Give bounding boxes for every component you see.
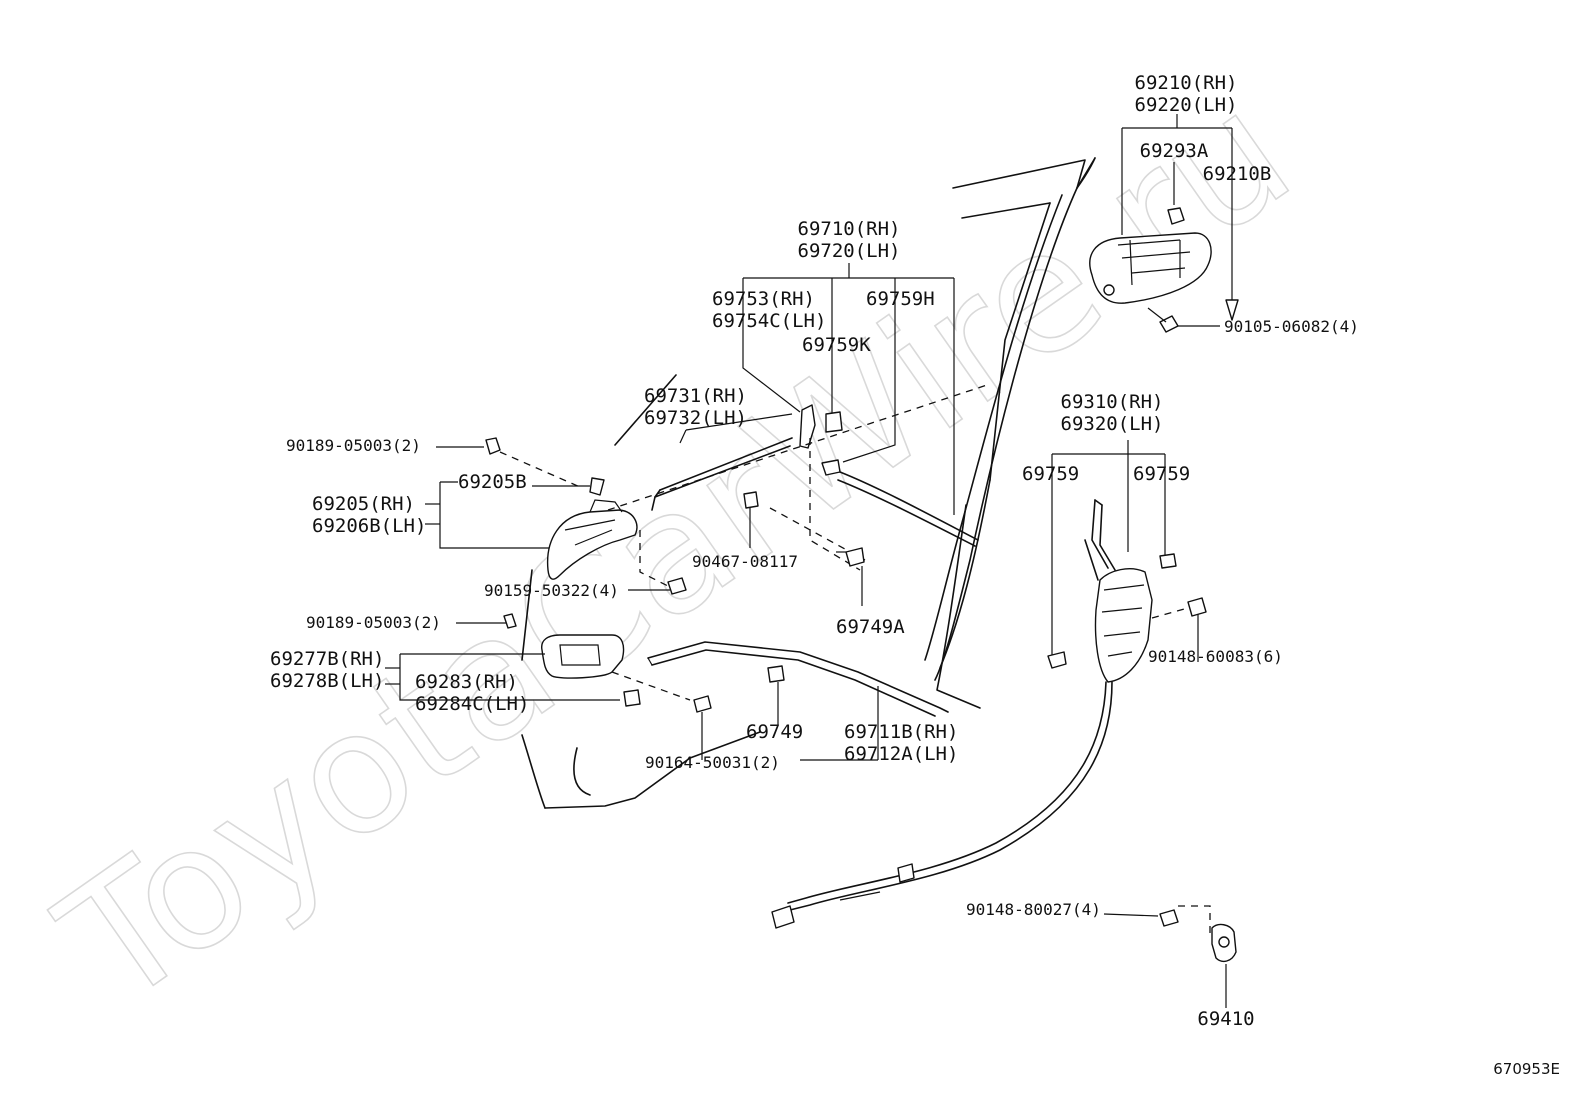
- inner-handle-clip: [485, 437, 501, 455]
- lock-cable: [789, 681, 1113, 911]
- label-bezel-cap-rh: 69283(RH): [415, 671, 518, 693]
- inner-handle-screw: [667, 577, 687, 595]
- rod-clip-h: [821, 459, 841, 476]
- rod-h-line: [839, 471, 979, 541]
- label-lock-rh: 69310(RH): [1061, 391, 1164, 413]
- label-clip-69749: 69749: [746, 721, 803, 743]
- label-clip-90467: 90467-08117: [692, 552, 798, 571]
- link-rod-line: [659, 437, 793, 491]
- bezel-cap: [623, 689, 641, 707]
- cable-clip: [897, 863, 915, 883]
- label-rod-assy-rh: 69710(RH): [798, 218, 901, 240]
- label-rod-clip-rh: 69753(RH): [712, 288, 815, 310]
- label-screw-90159: 90159-50322(4): [484, 581, 619, 600]
- label-link-rod-rh: 69731(RH): [644, 385, 747, 407]
- bezel-clip: [503, 613, 517, 629]
- striker-group: [1103, 905, 1237, 1008]
- clip-69749a: [845, 547, 865, 567]
- cable-end: [771, 905, 795, 929]
- watermark-text: ToyotaCarWire.ru: [28, 54, 1324, 1043]
- label-rod-part-h: 69759H: [866, 288, 935, 310]
- bezel-screw: [693, 695, 712, 713]
- label-screw-90148-60083: 90148-60083(6): [1148, 647, 1283, 666]
- label-rod-part-k: 69759K: [802, 334, 871, 356]
- label-outer-handle-lh: 69220(LH): [1135, 94, 1238, 116]
- door-lock-group: [771, 440, 1207, 929]
- label-outer-handle-part-b: 69210B: [1203, 163, 1272, 185]
- label-inner-handle-lh: 69206B(LH): [312, 515, 426, 537]
- label-clip-90189-lower: 90189-05003(2): [306, 613, 441, 632]
- outer-handle-body: [1089, 232, 1212, 304]
- lower-rod-group: [647, 641, 949, 761]
- lower-rod-line: [647, 641, 949, 713]
- inner-handle-group: [425, 437, 687, 595]
- rod-assembly-group: [607, 263, 991, 571]
- rod-clip-k: [825, 411, 843, 433]
- label-rod-clip-lh: 69754C(LH): [712, 310, 826, 332]
- label-outer-handle-part-a: 69293A: [1140, 140, 1209, 162]
- label-clip-90189-upper: 90189-05003(2): [286, 436, 421, 455]
- striker-screw: [1159, 909, 1179, 927]
- label-cable-rh: 69711B(RH): [844, 721, 958, 743]
- bezel-group: [385, 613, 712, 760]
- bezel-body: [541, 634, 625, 679]
- clip-90467: [743, 491, 759, 509]
- figure-code: 670953E: [1493, 1060, 1560, 1078]
- lock-clip-left: [1047, 651, 1067, 669]
- label-lock-part-left: 69759: [1022, 463, 1079, 485]
- label-striker: 69410: [1197, 1008, 1254, 1030]
- label-lock-lh: 69320(LH): [1061, 413, 1164, 435]
- inner-handle-body: [546, 499, 638, 580]
- inner-handle-cap: [589, 477, 605, 496]
- middle-clips-group: [743, 491, 865, 606]
- clip-69749: [767, 665, 785, 683]
- label-rod-assy-lh: 69720(LH): [798, 240, 901, 262]
- label-inner-handle-cap: 69205B: [458, 471, 527, 493]
- label-screw-90164: 90164-50031(2): [645, 753, 780, 772]
- outer-handle-clip: [1167, 207, 1185, 225]
- lock-screw: [1187, 597, 1207, 617]
- label-outer-handle-screw: 90105-06082(4): [1224, 317, 1359, 336]
- label-outer-handle-rh: 69210(RH): [1135, 72, 1238, 94]
- outer-handle-cap: [1225, 299, 1239, 321]
- lock-clip-right: [1159, 553, 1177, 569]
- lock-body: [1084, 499, 1153, 683]
- label-bezel-cap-lh: 69284C(LH): [415, 693, 529, 715]
- label-lock-part-right: 69759: [1133, 463, 1190, 485]
- label-screw-90148-80027: 90148-80027(4): [966, 900, 1101, 919]
- label-cable-lh: 69712A(LH): [844, 743, 958, 765]
- label-link-rod-lh: 69732(LH): [644, 407, 747, 429]
- outer-door-handle-group: [1089, 114, 1239, 333]
- label-rod-part-749a: 69749A: [836, 616, 905, 638]
- label-inner-handle-rh: 69205(RH): [312, 493, 415, 515]
- rod-clip: [799, 404, 816, 449]
- label-bezel-rh: 69277B(RH): [270, 648, 384, 670]
- label-bezel-lh: 69278B(LH): [270, 670, 384, 692]
